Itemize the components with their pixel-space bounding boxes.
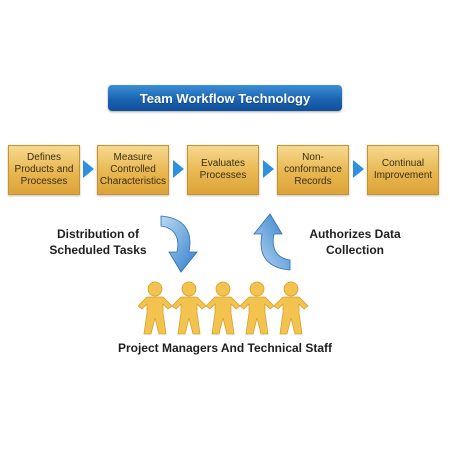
left-label: Distribution of Scheduled Tasks	[49, 227, 147, 257]
diagram-title: Team Workflow Technology	[108, 85, 342, 111]
step-nonconformance-records: Non-conformance Records	[277, 145, 349, 195]
step-label: Non-conformance Records	[284, 152, 342, 187]
curved-arrow-down-icon	[160, 215, 198, 273]
flow-arrow-icon	[83, 160, 94, 178]
curved-arrow-up-icon	[253, 213, 291, 271]
step-continual-improvement: Continual Improvement	[367, 145, 439, 195]
flow-arrow-icon	[353, 160, 364, 178]
step-label: Measure Controlled Characteristics	[99, 152, 167, 187]
flow-arrow-icon	[173, 160, 184, 178]
step-measure-characteristics: Measure Controlled Characteristics	[97, 145, 169, 195]
right-label: Authorizes Data Collection	[309, 227, 401, 257]
step-label: Evaluates Processes	[199, 158, 247, 181]
people-chain-icon	[138, 281, 309, 335]
step-evaluates-processes: Evaluates Processes	[187, 145, 259, 195]
step-label: Defines Products and Processes	[14, 152, 74, 187]
team-label: Project Managers And Technical Staff	[117, 341, 333, 355]
step-label: Continual Improvement	[373, 158, 433, 181]
flow-arrow-icon	[263, 160, 274, 178]
step-defines-products: Defines Products and Processes	[8, 145, 80, 195]
